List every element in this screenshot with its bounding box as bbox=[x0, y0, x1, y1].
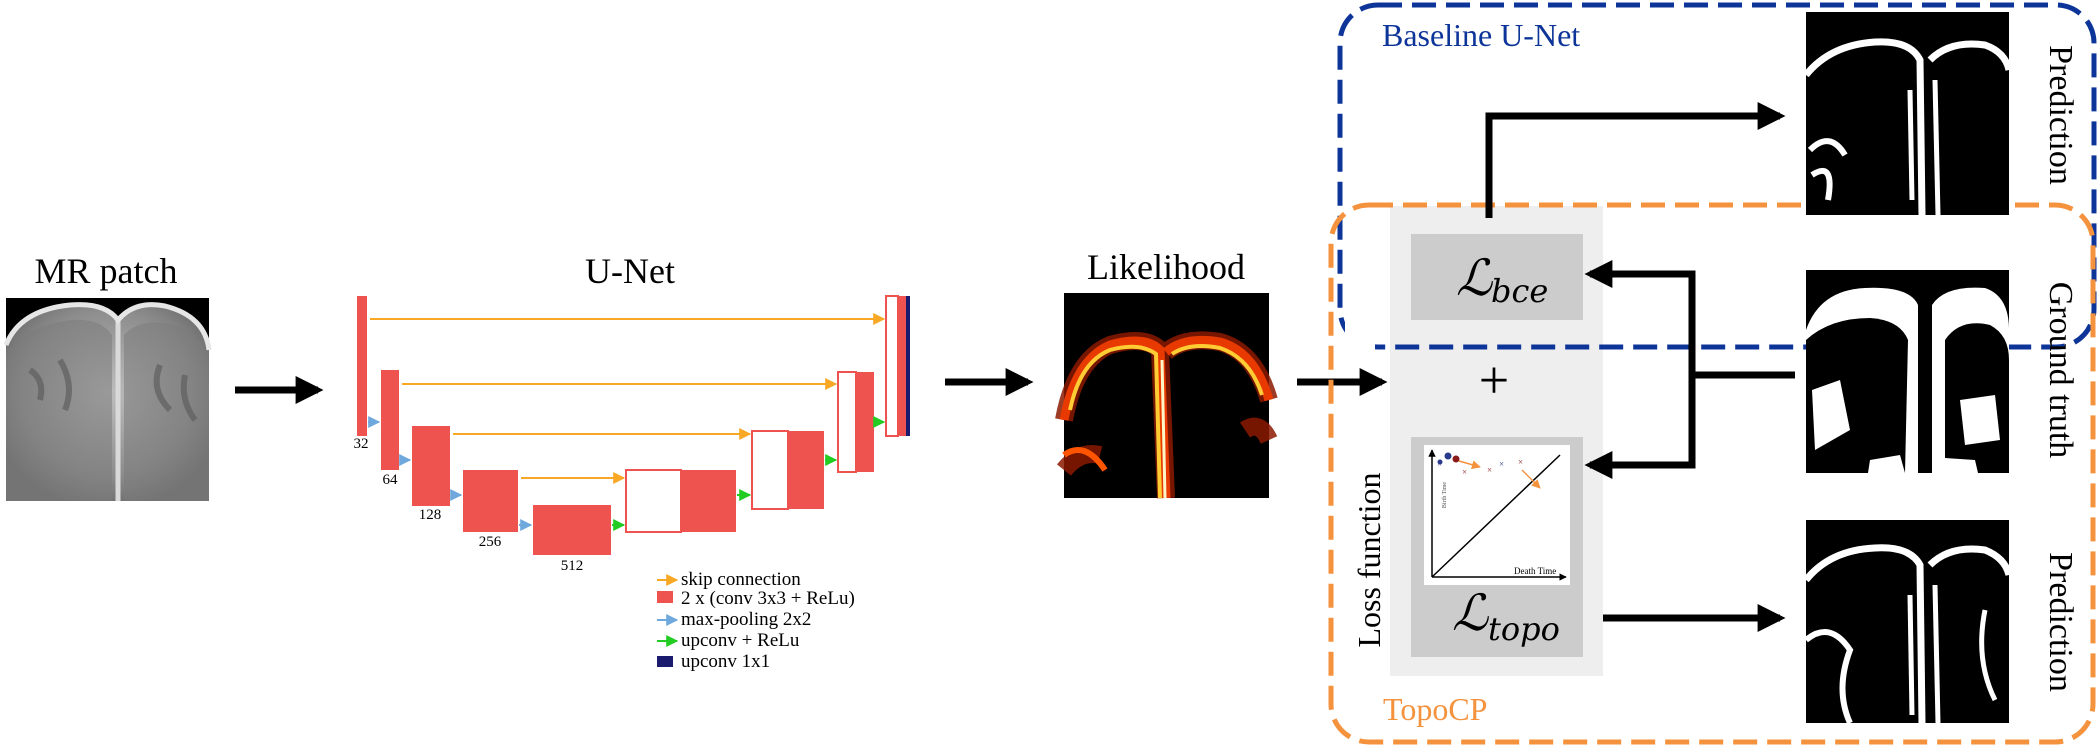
pd-cross-4: × bbox=[1499, 459, 1504, 469]
topocp-prediction-image bbox=[1803, 520, 2013, 725]
bce-loss-symbol: ℒ bbox=[1456, 249, 1493, 307]
prediction-label-bottom: Prediction bbox=[2042, 552, 2079, 692]
pd-point-3 bbox=[1437, 459, 1443, 465]
likelihood-title: Likelihood bbox=[1087, 247, 1245, 287]
plus-sign: + bbox=[1479, 350, 1509, 410]
bce-loss-subscript: bce bbox=[1491, 272, 1548, 310]
baseline-prediction-image bbox=[1803, 12, 2013, 216]
unet-architecture: 32 64 128 256 512 bbox=[354, 295, 910, 574]
pd-move-arrow-1 bbox=[1458, 460, 1481, 470]
upconv-1x1-output bbox=[906, 296, 910, 436]
bce-loss-box bbox=[1411, 234, 1583, 320]
pd-cross-1: × bbox=[1437, 459, 1442, 469]
legend-upconv1-label: upconv 1x1 bbox=[681, 651, 770, 672]
topocp-label: TopoCP bbox=[1383, 691, 1487, 727]
legend-pool-label: max-pooling 2x2 bbox=[681, 609, 811, 630]
decoder-block-128 bbox=[788, 431, 824, 509]
decoder-block-32 bbox=[898, 296, 906, 436]
decoder-concat-32 bbox=[885, 295, 899, 437]
pd-cross-2: × bbox=[1462, 467, 1467, 477]
pd-cross-5: × bbox=[1518, 457, 1523, 467]
pd-cross-3: × bbox=[1487, 465, 1492, 475]
decoder-block-64 bbox=[856, 372, 874, 472]
channel-label-64: 64 bbox=[383, 472, 399, 488]
prediction-label-top: Prediction bbox=[2042, 45, 2079, 185]
arrow-ground-truth-to-topo bbox=[1584, 375, 1696, 479]
topocp-box bbox=[1328, 202, 2096, 745]
encoder-block-32 bbox=[357, 296, 367, 436]
likelihood-heatmap bbox=[1055, 293, 1278, 499]
channel-label-256: 256 bbox=[479, 534, 502, 550]
ground-truth-image bbox=[1806, 270, 2009, 473]
pd-diagonal bbox=[1431, 454, 1561, 578]
mr-patch-image bbox=[3, 298, 212, 501]
arrow-bce-to-prediction bbox=[1485, 102, 1786, 218]
arrow-ground-truth-to-bce bbox=[1584, 260, 1696, 375]
pd-move-arrow-2 bbox=[1521, 469, 1541, 489]
channel-label-512: 512 bbox=[561, 558, 584, 574]
unet-title: U-Net bbox=[585, 251, 675, 291]
decoder-concat-256 bbox=[625, 469, 682, 533]
channel-label-32: 32 bbox=[354, 436, 369, 452]
persistence-diagram: Death Time Birth Time × × × × × bbox=[1424, 445, 1570, 585]
unet-legend: skip connection 2 x (conv 3x3 + ReLu) ma… bbox=[657, 569, 855, 672]
topo-loss-subscript: topo bbox=[1488, 610, 1560, 648]
pd-point-2 bbox=[1452, 455, 1460, 463]
legend-upconv-label: upconv + ReLu bbox=[681, 630, 800, 651]
bottleneck-block-512 bbox=[533, 505, 611, 555]
decoder-block-256 bbox=[681, 470, 736, 532]
pd-y-label: Birth Time bbox=[1442, 482, 1448, 509]
topo-loss-symbol: ℒ bbox=[1452, 584, 1489, 642]
baseline-unet-label: Baseline U-Net bbox=[1382, 17, 1580, 53]
legend-upconv1-swatch bbox=[657, 656, 673, 667]
decoder-concat-128 bbox=[751, 430, 789, 510]
legend-skip-label: skip connection bbox=[681, 569, 801, 590]
pd-point-1 bbox=[1444, 452, 1452, 460]
decoder-concat-64 bbox=[837, 371, 857, 473]
encoder-block-128 bbox=[412, 426, 450, 506]
encoder-block-256 bbox=[463, 470, 518, 532]
mr-patch-title: MR patch bbox=[35, 251, 178, 291]
baseline-unet-box bbox=[1337, 2, 2097, 350]
loss-function-label: Loss function bbox=[1351, 472, 1387, 647]
channel-label-128: 128 bbox=[419, 507, 442, 523]
encoder-block-64 bbox=[381, 370, 399, 470]
ground-truth-label: Ground truth bbox=[2042, 282, 2079, 459]
legend-conv-label: 2 x (conv 3x3 + ReLu) bbox=[681, 588, 855, 609]
legend-conv-swatch bbox=[657, 591, 673, 603]
pd-x-label: Death Time bbox=[1514, 566, 1556, 576]
